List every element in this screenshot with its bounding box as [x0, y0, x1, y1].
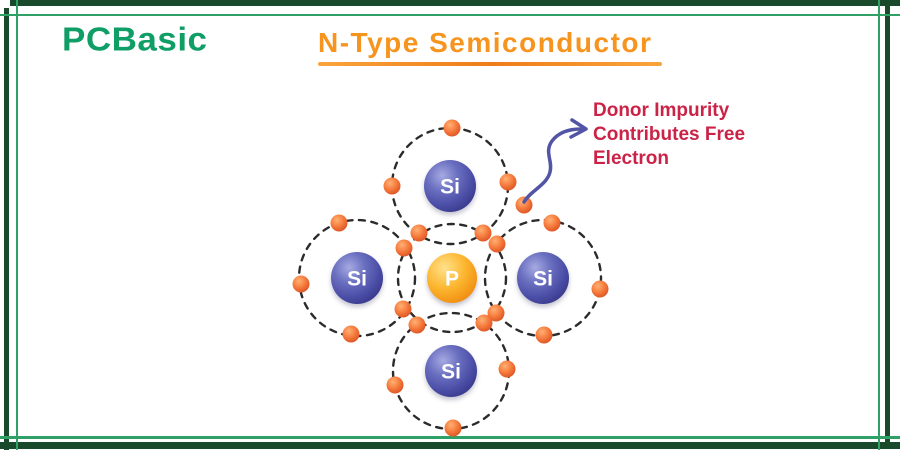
electron-dot: [474, 224, 492, 242]
annotation-line-3: Electron: [593, 148, 670, 169]
pcbasic-logo: PCBasic: [62, 20, 208, 59]
electron-dot: [498, 360, 516, 378]
electron-dot: [330, 214, 348, 232]
page-title: N-Type Semiconductor: [318, 27, 653, 58]
atom-label-si-right: Si: [533, 268, 553, 291]
annotation-line-2: Contributes Free: [593, 124, 746, 145]
electron-dot: [383, 177, 401, 195]
atom-ball-phosphorus-center: [427, 253, 477, 303]
frame-left-dark-line: [4, 8, 9, 450]
electron-dot: [386, 376, 404, 394]
electron-dot: [487, 304, 505, 322]
electron-dot: [535, 326, 553, 344]
atom-ball-si-left: [331, 252, 383, 304]
donor-impurity-label: Donor Impurity Contributes Free Electron: [593, 99, 745, 171]
orbit-phosphorus-center: [396, 222, 508, 334]
title-underline: [318, 62, 662, 66]
atom-label-si-top: Si: [440, 176, 460, 199]
electron-dot: [394, 300, 412, 318]
electron-dot: [342, 325, 360, 343]
free-electron-dot: [515, 196, 533, 214]
frame-top-dark-line: [10, 0, 900, 6]
electron-dot: [499, 173, 517, 191]
donor-arrow-curve: [522, 127, 583, 204]
atom-label-si-bottom: Si: [441, 361, 461, 384]
electron-dot: [475, 314, 493, 332]
electron-dot: [488, 235, 506, 253]
frame-left-light-line: [16, 0, 18, 450]
annotation-line-1: Donor Impurity: [593, 100, 730, 121]
electron-dot: [591, 280, 609, 298]
electron-dot: [292, 275, 310, 293]
atom-label-si-left: Si: [347, 268, 367, 291]
frame-right-dark-line: [885, 0, 890, 442]
atom-ball-si-bottom: [425, 345, 477, 397]
electron-dot: [410, 224, 428, 242]
electron-dot: [443, 119, 461, 137]
frame-bottom-dark-line: [0, 442, 900, 449]
atom-ball-si-top: [424, 160, 476, 212]
donor-arrow: [522, 118, 588, 204]
atom-label-phosphorus-center: P: [445, 268, 459, 291]
frame-bottom-light-line: [0, 436, 900, 439]
electron-dot: [395, 239, 413, 257]
atom-ball-si-right: [517, 252, 569, 304]
donor-arrow-head: [569, 118, 588, 139]
frame-right-light-line: [878, 0, 880, 450]
electron-dot: [444, 419, 462, 437]
electron-dot: [543, 214, 561, 232]
electrons-layer: [292, 119, 609, 437]
frame-top-light-line: [0, 14, 900, 16]
electron-dot: [408, 316, 426, 334]
